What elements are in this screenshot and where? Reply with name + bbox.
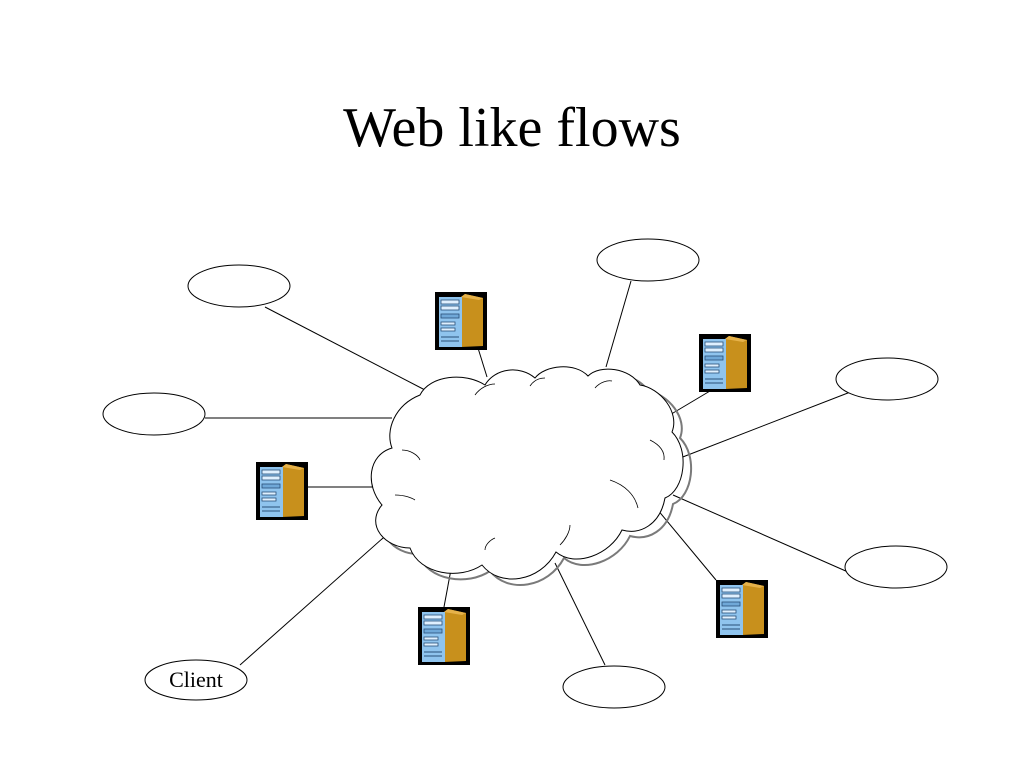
connector-line bbox=[605, 280, 632, 368]
server-tower-icon bbox=[434, 291, 488, 351]
slide-title: Web like flows bbox=[343, 97, 681, 159]
server-tower-icon bbox=[255, 461, 309, 521]
endpoint-node bbox=[596, 238, 700, 282]
connector-line bbox=[264, 306, 426, 391]
server-tower-icon bbox=[698, 333, 752, 393]
connector-lines bbox=[205, 280, 854, 666]
connector-line bbox=[239, 529, 393, 666]
endpoint-node bbox=[835, 357, 939, 401]
endpoint-node bbox=[562, 665, 666, 709]
endpoint-node bbox=[844, 545, 948, 589]
connector-line bbox=[667, 390, 711, 417]
endpoint-node bbox=[187, 264, 291, 308]
endpoint-node bbox=[102, 392, 206, 436]
connector-line bbox=[672, 494, 849, 573]
connector-line bbox=[674, 390, 854, 461]
connector-line bbox=[651, 502, 717, 581]
connector-line bbox=[554, 562, 606, 666]
connector-line bbox=[477, 347, 488, 378]
client-label: Client bbox=[169, 667, 223, 692]
client-node bbox=[144, 659, 248, 701]
cloud-icon bbox=[370, 366, 693, 586]
server-tower-icon bbox=[417, 606, 471, 666]
server-tower-icon bbox=[715, 579, 769, 639]
